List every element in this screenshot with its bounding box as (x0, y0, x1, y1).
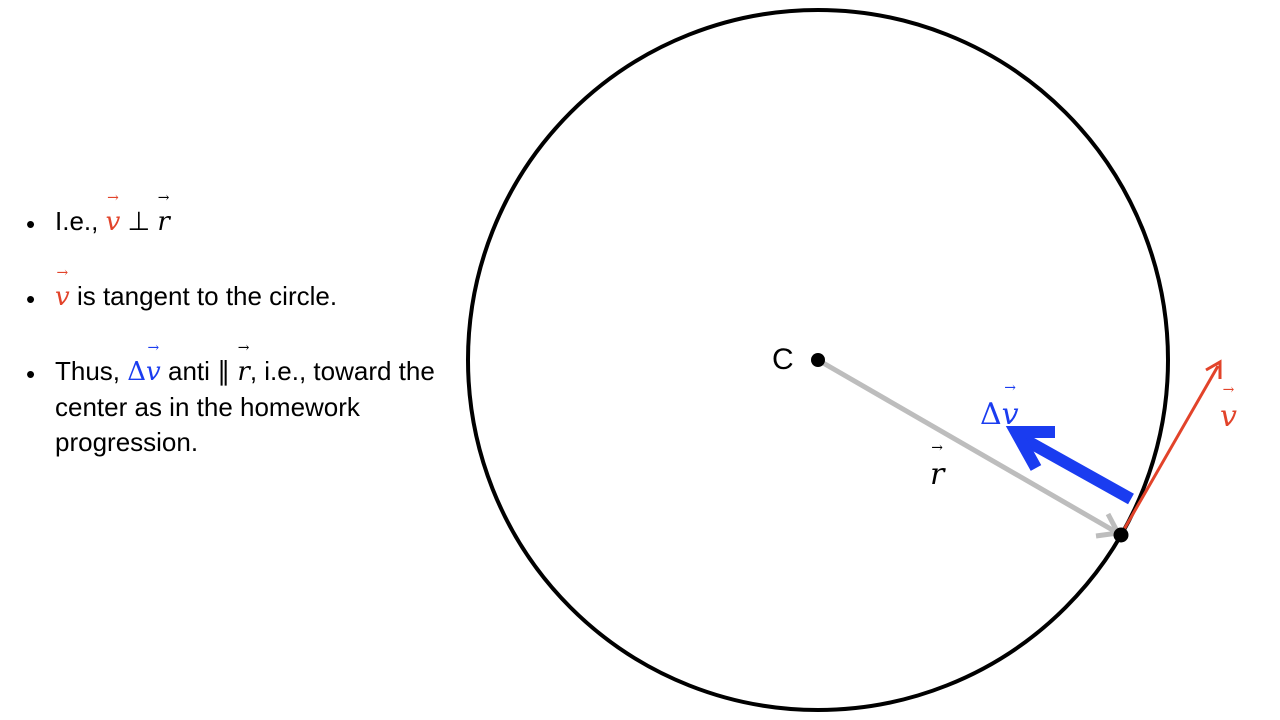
v-label: →v (1220, 382, 1237, 434)
bullet-tangent: • →v is tangent to the circle. (26, 265, 338, 314)
velocity-arrowhead (1205, 359, 1222, 379)
particle-point (1113, 527, 1129, 543)
vector-arrow-icon: → (237, 340, 250, 356)
vector-arrow-icon: → (157, 190, 170, 206)
center-label: C (772, 343, 794, 376)
bullet-conclusion: • Thus, Δ→v anti ∥ →r, i.e., toward the … (26, 340, 435, 457)
vector-arrow-icon: → (931, 440, 944, 456)
vector-arrow-icon: → (107, 190, 119, 206)
vector-arrow-icon: → (56, 265, 69, 281)
vector-arrow-icon: → (1222, 382, 1235, 398)
delta-v-vector (1017, 431, 1134, 505)
bullet-perpendicular: • I.e., →v ⊥ →r (26, 190, 170, 239)
r-vector-symbol: →r (157, 190, 170, 237)
r-vector-symbol: →r (237, 340, 250, 387)
vector-arrow-icon: → (1004, 380, 1017, 396)
delta-v-label: Δ→v (980, 380, 1019, 432)
circle (466, 8, 1170, 712)
vector-arrow-icon: → (147, 340, 160, 356)
delta-v-symbol: Δ→v (127, 340, 161, 387)
velocity-vector (1120, 365, 1220, 534)
r-label: →r (930, 440, 945, 492)
v-vector-symbol: →v (55, 265, 70, 312)
center-point (811, 353, 825, 367)
delta-v-arrowhead (1005, 426, 1055, 471)
v-vector-symbol: →v (105, 190, 121, 237)
bullet-list: • I.e., →v ⊥ →r • →v is tangent to the c… (26, 190, 456, 486)
radius-vector (816, 357, 1118, 535)
